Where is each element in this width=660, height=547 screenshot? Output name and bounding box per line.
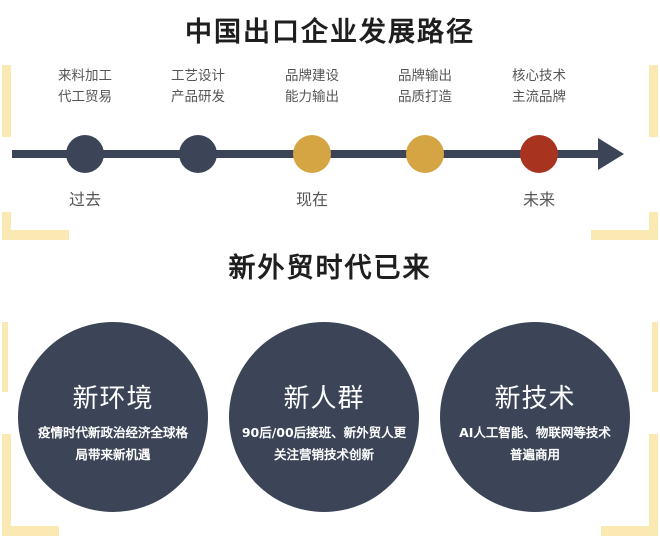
main-title: 中国出口企业发展路径 [185, 17, 475, 48]
timeline-dot [66, 135, 104, 173]
decorative-bracket [591, 212, 658, 240]
stage-label: 核心技术 主流品牌 [512, 68, 566, 105]
era-label-past: 过去 [68, 190, 101, 209]
decorative-bracket [601, 434, 658, 536]
timeline-dot [406, 135, 444, 173]
circle-description: AI人工智能、物联网等技术 普遍商用 [459, 425, 611, 462]
decorative-bracket [2, 212, 69, 240]
decorative-bracket [2, 434, 59, 536]
timeline-dot [293, 135, 331, 173]
stage-label: 品牌输出 品质打造 [398, 68, 452, 105]
decorative-bracket [2, 65, 23, 137]
timeline-dot [179, 135, 217, 173]
decorative-bracket [642, 322, 658, 392]
circle-description: 90后/00后接班、新外贸人更 关注营销技术创新 [241, 425, 407, 462]
era-label-present: 现在 [295, 190, 328, 209]
timeline-dot [520, 135, 558, 173]
circle-new-people: 新人群 90后/00后接班、新外贸人更 关注营销技术创新 [229, 322, 419, 512]
stage-label: 品牌建设 能力输出 [285, 68, 339, 105]
circle-new-technology: 新技术 AI人工智能、物联网等技术 普遍商用 [440, 322, 630, 512]
circle-title: 新人群 [283, 384, 365, 414]
circle-description: 疫情时代新政治经济全球格 局带来新机遇 [37, 425, 188, 462]
circle-title: 新环境 [72, 384, 154, 414]
stage-label: 工艺设计 产品研发 [171, 68, 225, 105]
era-label-future: 未来 [522, 190, 555, 209]
arrow-right-icon [598, 138, 624, 170]
circle-title: 新技术 [494, 384, 576, 414]
stage-label: 来料加工 代工贸易 [58, 68, 112, 105]
decorative-bracket [2, 322, 18, 392]
section-title: 新外贸时代已来 [228, 253, 432, 284]
circle-new-environment: 新环境 疫情时代新政治经济全球格 局带来新机遇 [18, 322, 208, 512]
decorative-bracket [637, 65, 658, 137]
